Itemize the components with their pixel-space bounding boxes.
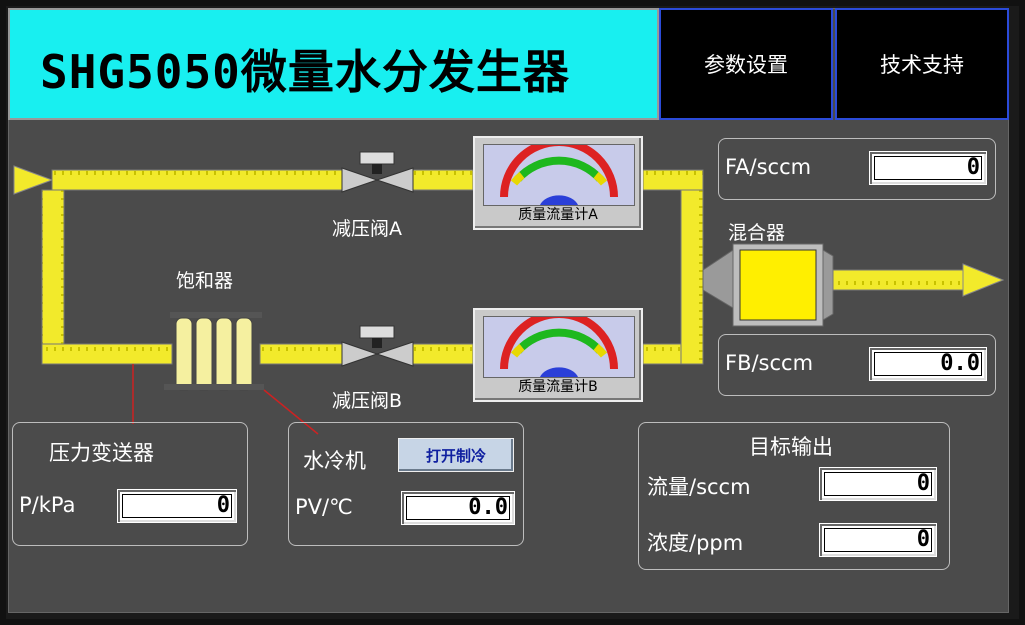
gauge-b-icon <box>500 310 618 377</box>
page-title: SHG5050微量水分发生器 <box>40 45 570 99</box>
fb-value: 0.0 <box>869 347 987 381</box>
target-flow-value: 0 <box>819 467 937 501</box>
pressure-panel: 压力变送器 P/kPa 0 <box>12 422 248 546</box>
title-bar: SHG5050微量水分发生器 <box>8 8 659 120</box>
mixer-core-icon <box>739 249 817 321</box>
pipe-outlet <box>832 269 969 291</box>
pressure-title: 压力变送器 <box>49 441 154 465</box>
meter-a-label: 质量流量计A <box>518 207 598 223</box>
pipe-top-right <box>642 169 704 191</box>
fa-panel: FA/sccm 0 <box>718 138 996 200</box>
pipe-top-mid <box>412 169 474 191</box>
pressure-label: P/kPa <box>19 493 76 517</box>
saturator-icon <box>164 312 264 391</box>
pipe-right-vertical <box>680 189 704 365</box>
target-title: 目标输出 <box>749 435 833 459</box>
start-cooling-button[interactable]: 打开制冷 <box>398 438 514 472</box>
fa-value: 0 <box>869 151 987 185</box>
valve-a-icon <box>341 151 414 193</box>
params-button[interactable]: 参数设置 <box>659 8 833 120</box>
target-flow-label: 流量/sccm <box>647 475 751 499</box>
target-conc-value: 0 <box>819 523 937 557</box>
valve-b-label: 减压阀B <box>332 390 403 412</box>
fa-label: FA/sccm <box>725 155 812 179</box>
chiller-pv-label: PV/℃ <box>295 495 353 519</box>
pipe-bottom-left <box>41 343 173 365</box>
hmi-screen: SHG5050微量水分发生器 参数设置 技术支持 <box>8 8 1009 613</box>
target-conc-label: 浓度/ppm <box>647 531 744 555</box>
support-button[interactable]: 技术支持 <box>835 8 1009 120</box>
pressure-value: 0 <box>117 489 237 523</box>
pipe-top-left <box>51 169 343 191</box>
valve-a-label: 减压阀A <box>332 218 402 240</box>
chiller-title: 水冷机 <box>303 449 366 473</box>
process-diagram <box>13 151 1005 435</box>
fb-panel: FB/sccm 0.0 <box>718 334 996 396</box>
valve-b-icon <box>341 325 414 367</box>
pipe-left-vertical <box>41 189 65 361</box>
meter-b-label: 质量流量计B <box>518 379 598 395</box>
fb-label: FB/sccm <box>725 351 814 375</box>
mixer-label: 混合器 <box>728 222 786 244</box>
inlet-arrow-icon <box>13 165 54 195</box>
target-output-panel: 目标输出 流量/sccm 0 浓度/ppm 0 <box>638 422 950 570</box>
pipe-bottom-mid2 <box>412 343 474 365</box>
mass-flow-meter-b: 质量流量计B <box>473 308 643 402</box>
chiller-panel: 水冷机 PV/℃ 0.0 <box>288 422 524 546</box>
mass-flow-meter-a: 质量流量计A <box>473 136 643 230</box>
mixer-inlet-icon <box>702 249 734 309</box>
pipe-bottom-mid <box>259 343 343 365</box>
outlet-arrow-icon <box>962 263 1005 297</box>
gauge-a-icon <box>500 138 618 205</box>
chiller-pv-value: 0.0 <box>401 491 515 525</box>
saturator-label: 饱和器 <box>176 270 234 292</box>
